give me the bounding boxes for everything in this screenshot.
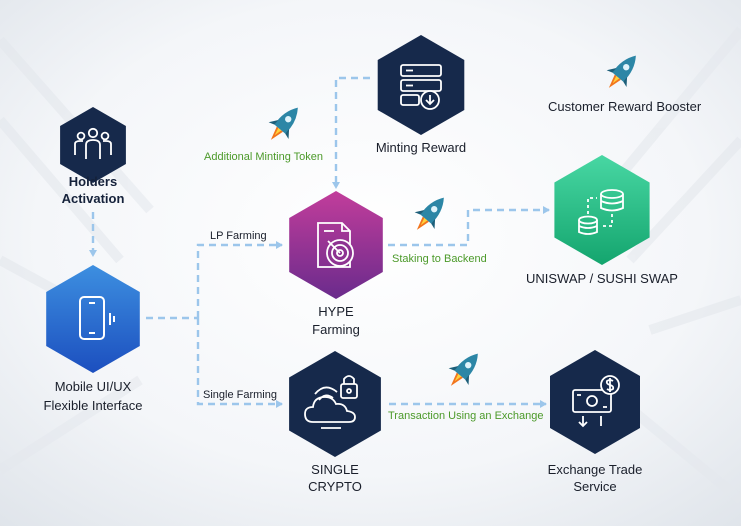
- hype-farming-hex[interactable]: [288, 191, 384, 299]
- minting-reward-label: Minting Reward: [375, 140, 467, 155]
- edge-label-staking: Staking to Backend: [392, 253, 487, 265]
- link-split-single: [196, 318, 283, 408]
- holders-activation-hex[interactable]: [60, 107, 126, 183]
- smartphone-icon: [79, 296, 115, 340]
- exchange-trade-label-2: Service: [573, 479, 617, 494]
- hype-farming-label-2: Farming: [312, 322, 360, 337]
- booster-rocket-icon: [606, 55, 636, 88]
- database-transfer-icon: [578, 189, 624, 235]
- edge-label-additional-minting: Additional Minting Token: [204, 151, 324, 163]
- group-users-icon: [74, 127, 112, 159]
- mobile-ui-label-2: Flexible Interface: [43, 398, 143, 413]
- rocket-icon: [448, 353, 478, 386]
- holders-activation-label-1: Holders: [68, 174, 118, 189]
- uniswap-label: UNISWAP / SUSHI SWAP: [526, 271, 678, 286]
- exchange-trade-hex[interactable]: [549, 350, 641, 454]
- edge-label-transaction: Transaction Using an Exchange: [388, 410, 544, 422]
- uniswap-hex[interactable]: [553, 155, 651, 265]
- link-minting-hype: [332, 76, 370, 189]
- mobile-ui-hex[interactable]: [46, 265, 140, 373]
- exchange-money-icon: [572, 375, 620, 428]
- cloud-lock-icon: [304, 375, 358, 429]
- link-split-hype: [196, 241, 283, 318]
- single-crypto-label-1: SINGLE: [311, 462, 359, 477]
- single-crypto-label-2: CRYPTO: [308, 479, 362, 494]
- link-hype-uniswap: [388, 206, 550, 247]
- customer-reward-booster-label: Customer Reward Booster: [548, 99, 702, 114]
- rocket-icon: [268, 107, 298, 140]
- edge-label-single-farming: Single Farming: [203, 389, 277, 401]
- server-download-icon: [400, 64, 442, 110]
- holders-activation-label-2: Activation: [61, 191, 125, 206]
- edge-label-lp-farming: LP Farming: [210, 230, 267, 242]
- mobile-ui-label-1: Mobile UI/UX: [54, 379, 132, 394]
- rocket-icon: [414, 197, 444, 230]
- hype-farming-label-1: HYPE: [318, 304, 354, 319]
- document-target-icon: [317, 222, 354, 268]
- exchange-trade-label-1: Exchange Trade: [547, 462, 643, 477]
- minting-reward-hex[interactable]: [376, 35, 466, 135]
- single-crypto-hex[interactable]: [287, 351, 383, 457]
